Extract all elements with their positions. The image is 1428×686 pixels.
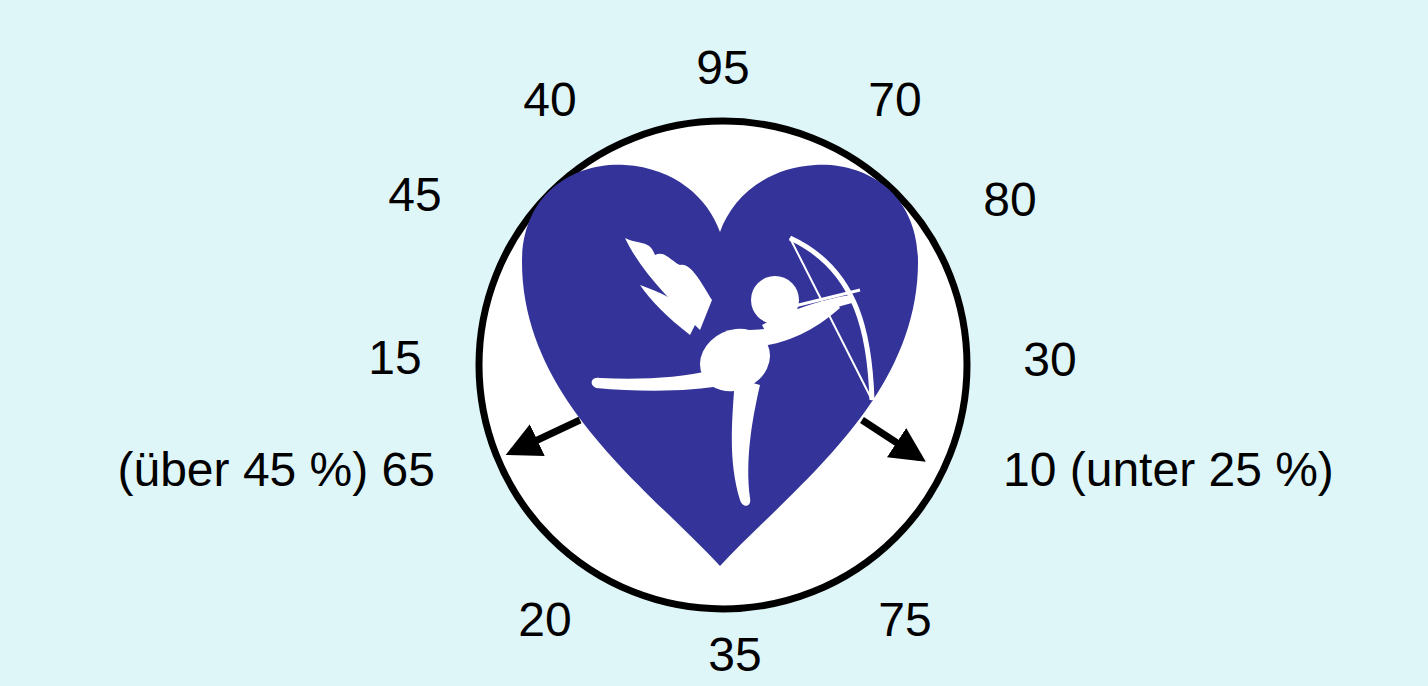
scale-number: 35 (708, 631, 761, 679)
cupid-arrow (770, 290, 860, 312)
scale-number: 80 (983, 176, 1036, 224)
pointer-arrow (512, 420, 580, 452)
scale-number: 45 (388, 171, 441, 219)
scale-number: 95 (696, 44, 749, 92)
scale-number: 20 (518, 596, 571, 644)
scale-number: 10 (unter 25 %) (1003, 446, 1334, 494)
scale-number: 40 (523, 76, 576, 124)
dial-circle (479, 121, 967, 609)
scale-number: 70 (868, 76, 921, 124)
scale-number: 30 (1023, 336, 1076, 384)
heart (522, 165, 918, 566)
scale-number: 75 (878, 596, 931, 644)
bowstring (790, 238, 872, 400)
scale-number: (über 45 %) 65 (117, 446, 435, 494)
scale-number: 15 (368, 334, 421, 382)
cupid-figure (592, 238, 852, 506)
pointer-arrow (862, 420, 920, 458)
bow (790, 238, 872, 400)
